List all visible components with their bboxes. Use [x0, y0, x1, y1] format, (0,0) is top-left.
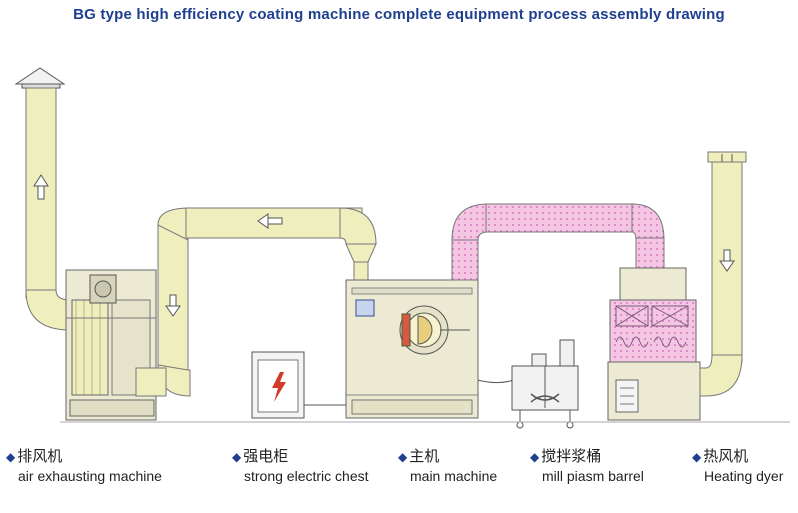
down-arrow-icon — [165, 294, 181, 317]
diamond-bullet-icon: ◆ — [232, 450, 242, 464]
strong-electric-chest — [251, 351, 348, 419]
stirrer-icon — [530, 393, 560, 403]
left-arrow-icon — [257, 213, 283, 229]
label-mill-piasm-barrel: ◆搅拌浆桶 mill piasm barrel — [530, 447, 644, 486]
filter-cross-icon — [615, 305, 689, 327]
label-cn: 主机 — [409, 447, 440, 465]
intake-duct — [699, 151, 747, 397]
label-en: strong electric chest — [244, 468, 369, 484]
label-main-machine: ◆主机 main machine — [398, 447, 497, 486]
diamond-bullet-icon: ◆ — [398, 450, 408, 464]
mill-piasm-barrel — [511, 339, 579, 429]
up-arrow-icon — [33, 174, 49, 200]
label-cn: 强电柜 — [243, 447, 289, 465]
label-en: air exhausting machine — [18, 468, 162, 484]
down-arrow-icon — [719, 249, 735, 272]
diamond-bullet-icon: ◆ — [6, 450, 16, 464]
drum-window-icon — [417, 315, 433, 345]
high-voltage-icon — [272, 372, 286, 402]
main-machine — [345, 279, 521, 419]
diamond-bullet-icon: ◆ — [530, 450, 540, 464]
heating-dryer — [607, 267, 701, 421]
label-cn: 热风机 — [703, 447, 749, 465]
label-cn: 搅拌浆桶 — [541, 447, 602, 465]
exhaust-duct — [135, 207, 377, 397]
air-exhausting-machine — [65, 269, 157, 421]
label-cn: 排风机 — [17, 447, 63, 465]
label-heating-dryer: ◆热风机 Heating dyer — [692, 447, 783, 486]
intake-arrows-icon — [721, 154, 733, 162]
label-en: Heating dyer — [704, 468, 784, 484]
diamond-bullet-icon: ◆ — [692, 450, 702, 464]
chimney-cap — [14, 67, 66, 85]
heating-coil-icon — [615, 336, 687, 348]
process-diagram — [14, 67, 790, 429]
exhaust-chimney — [14, 67, 75, 331]
label-strong-electric-chest: ◆强电柜 strong electric chest — [232, 447, 369, 486]
label-en: mill piasm barrel — [542, 468, 644, 484]
diagram-title: BG type high efficiency coating machine … — [73, 6, 725, 23]
label-air-exhausting-machine: ◆排风机 air exhausting machine — [6, 447, 162, 486]
label-en: main machine — [410, 468, 498, 484]
hot-air-duct — [451, 203, 665, 281]
